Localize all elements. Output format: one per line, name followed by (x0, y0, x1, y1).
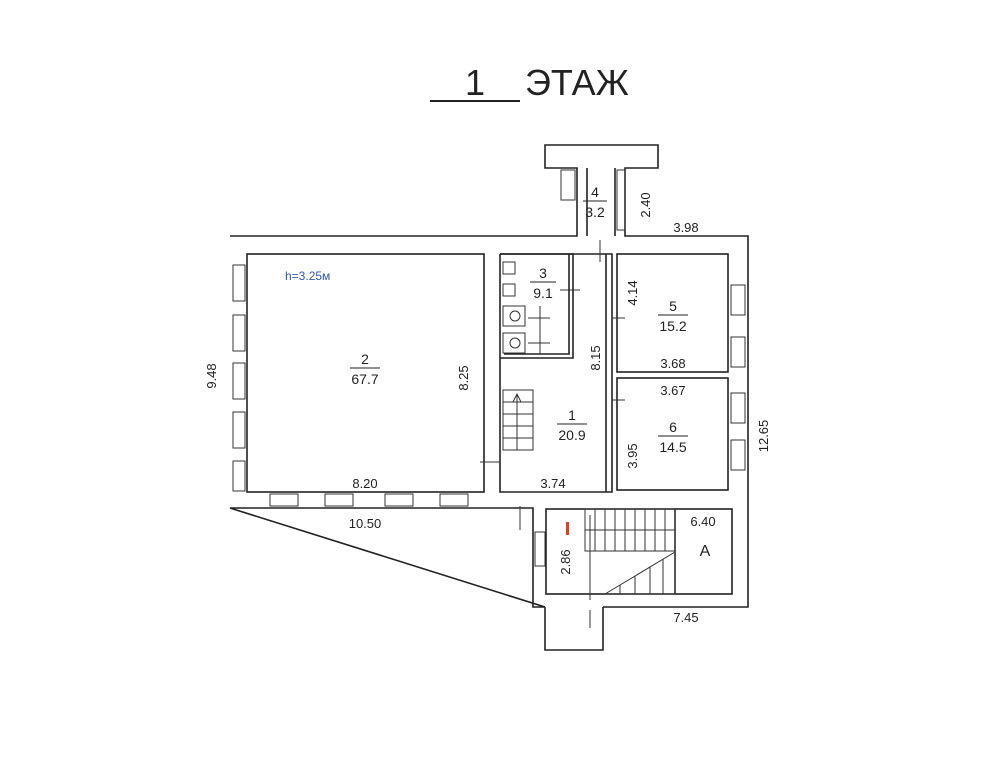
room-labels: 2 67.7 1 20.9 3 9.1 4 3.2 5 15.2 6 14.5 … (285, 184, 711, 560)
room-4-number: 4 (591, 184, 599, 200)
dimension-label: 8.20 (352, 476, 377, 491)
walls (229, 144, 749, 651)
room-2-area: 67.7 (351, 371, 378, 387)
room-6-area: 14.5 (659, 439, 686, 455)
room-3-number: 3 (539, 265, 547, 281)
room-1-number: 1 (568, 407, 576, 423)
room-4-area: 3.2 (585, 204, 605, 220)
dimension-label: 8.15 (588, 345, 603, 370)
dimension-label: 2.86 (558, 549, 573, 574)
windows (232, 169, 746, 567)
room-5-area: 15.2 (659, 318, 686, 334)
room-2-number: 2 (361, 351, 369, 367)
stairs (502, 389, 676, 600)
floor-title: ЭТАЖ (525, 62, 629, 103)
room-6-number: 6 (669, 419, 677, 435)
dimension-label: 3.67 (660, 383, 685, 398)
annex-label: А (700, 543, 711, 560)
dimension-label: 9.48 (204, 363, 219, 388)
dimension-label: 2.40 (638, 192, 653, 217)
dimension-label: 3.74 (540, 476, 565, 491)
dimension-label: 10.50 (349, 516, 382, 531)
floor-number: 1 (465, 62, 485, 103)
fixtures (480, 240, 625, 628)
room-1-area: 20.9 (558, 427, 585, 443)
dimension-label: 8.25 (456, 365, 471, 390)
dimension-label: 12.65 (756, 420, 771, 453)
room-5-number: 5 (669, 298, 677, 314)
dimension-label: 3.98 (673, 220, 698, 235)
dimension-label: 3.68 (660, 356, 685, 371)
dimension-label: 4.14 (625, 280, 640, 305)
room-3-area: 9.1 (533, 285, 553, 301)
marker (566, 522, 569, 535)
dimension-label: 6.40 (690, 514, 715, 529)
ceiling-height-note: h=3.25м (285, 269, 330, 283)
dimension-label: 3.95 (625, 443, 640, 468)
dimensions: 2.40 3.98 9.48 8.25 8.20 10.50 4.14 8.15… (204, 192, 771, 625)
dimension-label: 7.45 (673, 610, 698, 625)
